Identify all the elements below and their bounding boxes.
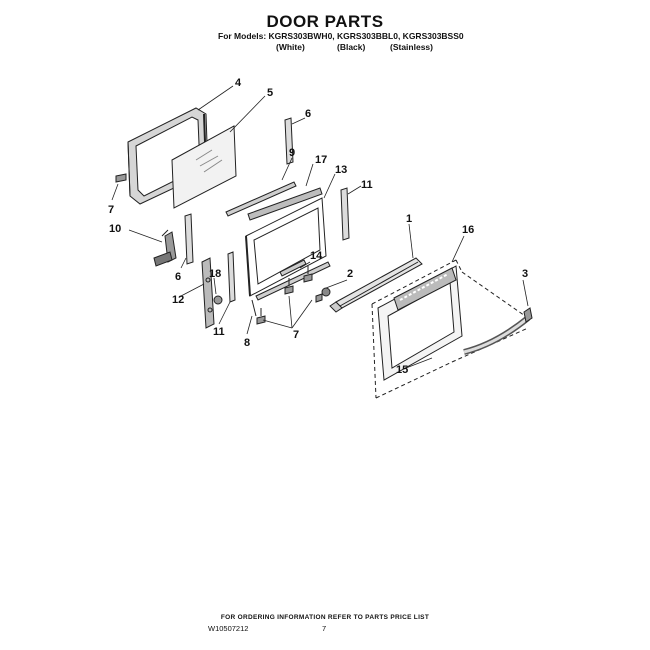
part-spacer-strip-upper [284, 117, 294, 165]
part-screw-18 [213, 295, 223, 305]
part-upper-channel [247, 187, 323, 221]
part-outer-glass-panel [377, 265, 463, 381]
callout-17: 17 [315, 154, 327, 166]
callout-15: 15 [396, 364, 408, 376]
callout-12: 12 [172, 294, 184, 306]
callout-14: 14 [310, 250, 323, 262]
variant-stainless: (Stainless) [390, 42, 433, 52]
callout-1: 1 [406, 213, 412, 225]
part-side-bracket [201, 257, 215, 329]
part-glass-panel [171, 125, 237, 209]
callout-6-upper: 6 [305, 108, 311, 120]
part-spacer-strip-lower [184, 213, 194, 265]
callout-13: 13 [335, 164, 347, 176]
callout-11-right: 11 [361, 179, 373, 191]
page-title: DOOR PARTS [266, 12, 384, 31]
part-outer-door-panel [245, 197, 327, 297]
callout-2: 2 [347, 268, 353, 280]
part-spacer-strip-right [340, 187, 350, 241]
ordering-note: FOR ORDERING INFORMATION REFER TO PARTS … [220, 614, 430, 621]
part-trim-strip [225, 181, 297, 217]
callout-10: 10 [109, 223, 121, 235]
document-code: W10507212 [208, 624, 249, 633]
part-screws-7 [115, 173, 323, 325]
assembly-outline-dashed [371, 259, 529, 399]
variant-black: (Black) [337, 42, 366, 52]
callout-16: 16 [462, 224, 474, 236]
part-clip [321, 287, 331, 297]
callout-18: 18 [209, 268, 221, 280]
callout-9: 9 [289, 147, 295, 159]
callout-4: 4 [235, 77, 242, 89]
callout-11-left: 11 [213, 326, 225, 338]
part-door-hinge [153, 229, 177, 267]
page-number: 7 [322, 624, 327, 633]
model-list: For Models: KGRS303BWH0, KGRS303BBL0, KG… [218, 31, 464, 41]
part-bottom-channel [251, 261, 331, 317]
callout-8: 8 [244, 337, 250, 349]
callout-6-lower: 6 [175, 271, 181, 283]
part-spacer-strip-left [227, 251, 236, 303]
part-vent-rail [329, 257, 423, 313]
callout-7-left: 7 [108, 204, 114, 216]
callout-5: 5 [267, 87, 273, 99]
part-door-handle [463, 307, 533, 355]
leader-lines [111, 85, 529, 369]
callout-3: 3 [522, 268, 528, 280]
variant-white: (White) [276, 42, 305, 52]
callout-7-center: 7 [293, 329, 299, 341]
